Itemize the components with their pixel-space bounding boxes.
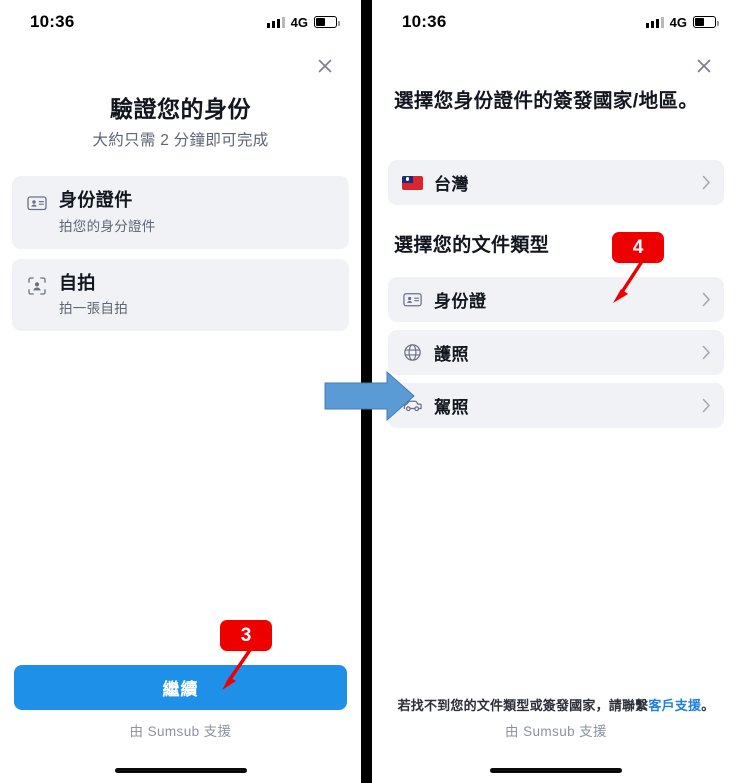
section-label-doc-type: 選擇您的文件類型 bbox=[394, 235, 550, 256]
chevron-right-icon bbox=[702, 345, 711, 360]
powered-by-label: 由 Sumsub 支援 bbox=[505, 724, 607, 739]
right-phone-screen: 10:36 4G 選擇您身份證件的簽發國家/地區。 台灣 選擇您的文件類型 bbox=[372, 0, 740, 783]
status-indicators: 4G bbox=[645, 14, 719, 30]
doc-type-label: 身份證 bbox=[434, 292, 487, 311]
annotation-badge-3: 3 bbox=[220, 620, 272, 651]
footnote-prefix: 若找不到您的文件類型或簽發國家，請聯繫 bbox=[397, 697, 649, 713]
status-clock: 10:36 bbox=[30, 12, 75, 31]
footnote-suffix: 。 bbox=[701, 697, 715, 713]
list-item-title: 自拍 bbox=[59, 272, 96, 293]
chevron-right-icon bbox=[702, 398, 711, 413]
status-bar-left: 10:36 4G bbox=[0, 0, 361, 44]
left-phone-screen: 10:36 4G 驗證您的身份 大約只需 2 分鐘即可完成 bbox=[0, 0, 361, 783]
support-footnote: 若找不到您的文件類型或簽發國家，請聯繫客戶支援。 bbox=[388, 696, 724, 716]
network-type-label: 4G bbox=[290, 14, 308, 30]
powered-by-label: 由 Sumsub 支援 bbox=[129, 724, 232, 739]
id-card-icon bbox=[402, 289, 423, 310]
taiwan-flag-icon bbox=[402, 175, 423, 190]
country-selector: 台灣 bbox=[388, 160, 724, 213]
network-type-label: 4G bbox=[669, 14, 687, 30]
list-item-doc-drivers-license[interactable]: 駕照 bbox=[388, 383, 724, 428]
country-label: 台灣 bbox=[434, 175, 469, 194]
list-item-doc-id-card[interactable]: 身份證 bbox=[388, 277, 724, 322]
page-subtitle: 大約只需 2 分鐘即可完成 bbox=[92, 132, 269, 149]
home-indicator bbox=[490, 768, 622, 773]
signal-bars-icon bbox=[645, 16, 664, 28]
status-bar-right: 10:36 4G bbox=[372, 0, 740, 44]
signal-bars-icon bbox=[266, 16, 285, 28]
list-item-title: 身份證件 bbox=[59, 190, 133, 210]
car-icon bbox=[402, 395, 423, 416]
globe-icon bbox=[402, 342, 423, 363]
list-item-id-document[interactable]: 身份證件 拍您的身分證件 bbox=[12, 176, 349, 249]
doc-type-label: 護照 bbox=[434, 345, 469, 364]
list-item-text: 自拍 拍一張自拍 bbox=[59, 272, 128, 318]
list-item-description: 拍您的身分證件 bbox=[59, 218, 156, 234]
id-card-icon bbox=[26, 192, 48, 214]
list-item-country-taiwan[interactable]: 台灣 bbox=[388, 160, 724, 205]
list-item-selfie[interactable]: 自拍 拍一張自拍 bbox=[12, 258, 349, 331]
screen-divider bbox=[361, 0, 372, 783]
continue-button[interactable]: 繼續 bbox=[14, 665, 347, 710]
page-title: 驗證您的身份 bbox=[110, 96, 251, 122]
annotation-badge-4: 4 bbox=[612, 232, 664, 263]
battery-icon bbox=[693, 16, 719, 28]
list-item-doc-passport[interactable]: 護照 bbox=[388, 330, 724, 375]
page-title: 選擇您身份證件的簽發國家/地區。 bbox=[394, 90, 699, 112]
chevron-right-icon bbox=[702, 175, 711, 190]
status-indicators: 4G bbox=[266, 14, 340, 30]
chevron-right-icon bbox=[702, 292, 711, 307]
verification-steps-list: 身份證件 拍您的身分證件 自拍 拍一張自拍 bbox=[12, 176, 349, 341]
home-indicator bbox=[114, 768, 247, 773]
doc-type-label: 駕照 bbox=[434, 398, 469, 417]
list-item-text: 身份證件 拍您的身分證件 bbox=[59, 189, 156, 235]
status-clock: 10:36 bbox=[402, 12, 447, 31]
selfie-face-icon bbox=[26, 275, 48, 297]
battery-icon bbox=[314, 16, 340, 28]
customer-support-link[interactable]: 客戶支援 bbox=[648, 697, 702, 713]
document-type-list: 身份證 護照 bbox=[388, 277, 724, 436]
close-icon[interactable] bbox=[690, 52, 718, 80]
list-item-description: 拍一張自拍 bbox=[59, 301, 128, 316]
close-icon[interactable] bbox=[311, 52, 339, 80]
